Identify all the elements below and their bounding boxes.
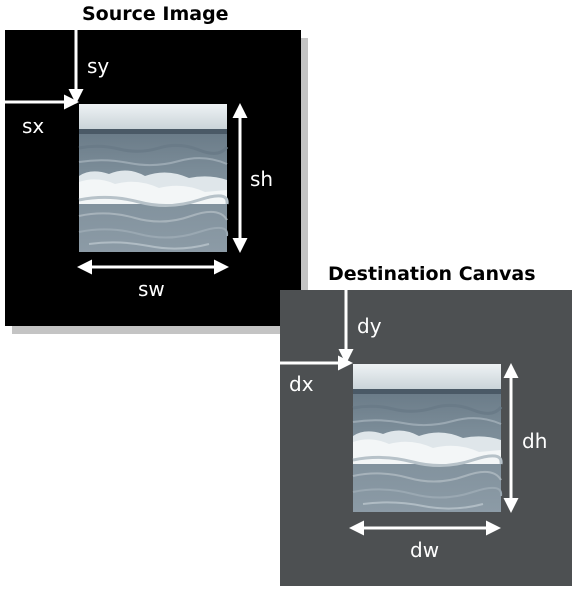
source-title: Source Image <box>82 3 229 25</box>
dy-label: dy <box>357 314 382 338</box>
sw-label: sw <box>138 277 165 301</box>
source-panel <box>5 30 308 334</box>
destination-panel <box>280 290 572 586</box>
dw-label: dw <box>410 538 439 562</box>
sx-label: sx <box>22 114 44 138</box>
destination-photo <box>351 362 503 514</box>
sy-label: sy <box>87 54 109 78</box>
dh-label: dh <box>522 429 547 453</box>
source-photo <box>77 102 229 254</box>
dx-label: dx <box>289 372 314 396</box>
sh-label: sh <box>250 167 273 191</box>
destination-title: Destination Canvas <box>328 263 536 285</box>
